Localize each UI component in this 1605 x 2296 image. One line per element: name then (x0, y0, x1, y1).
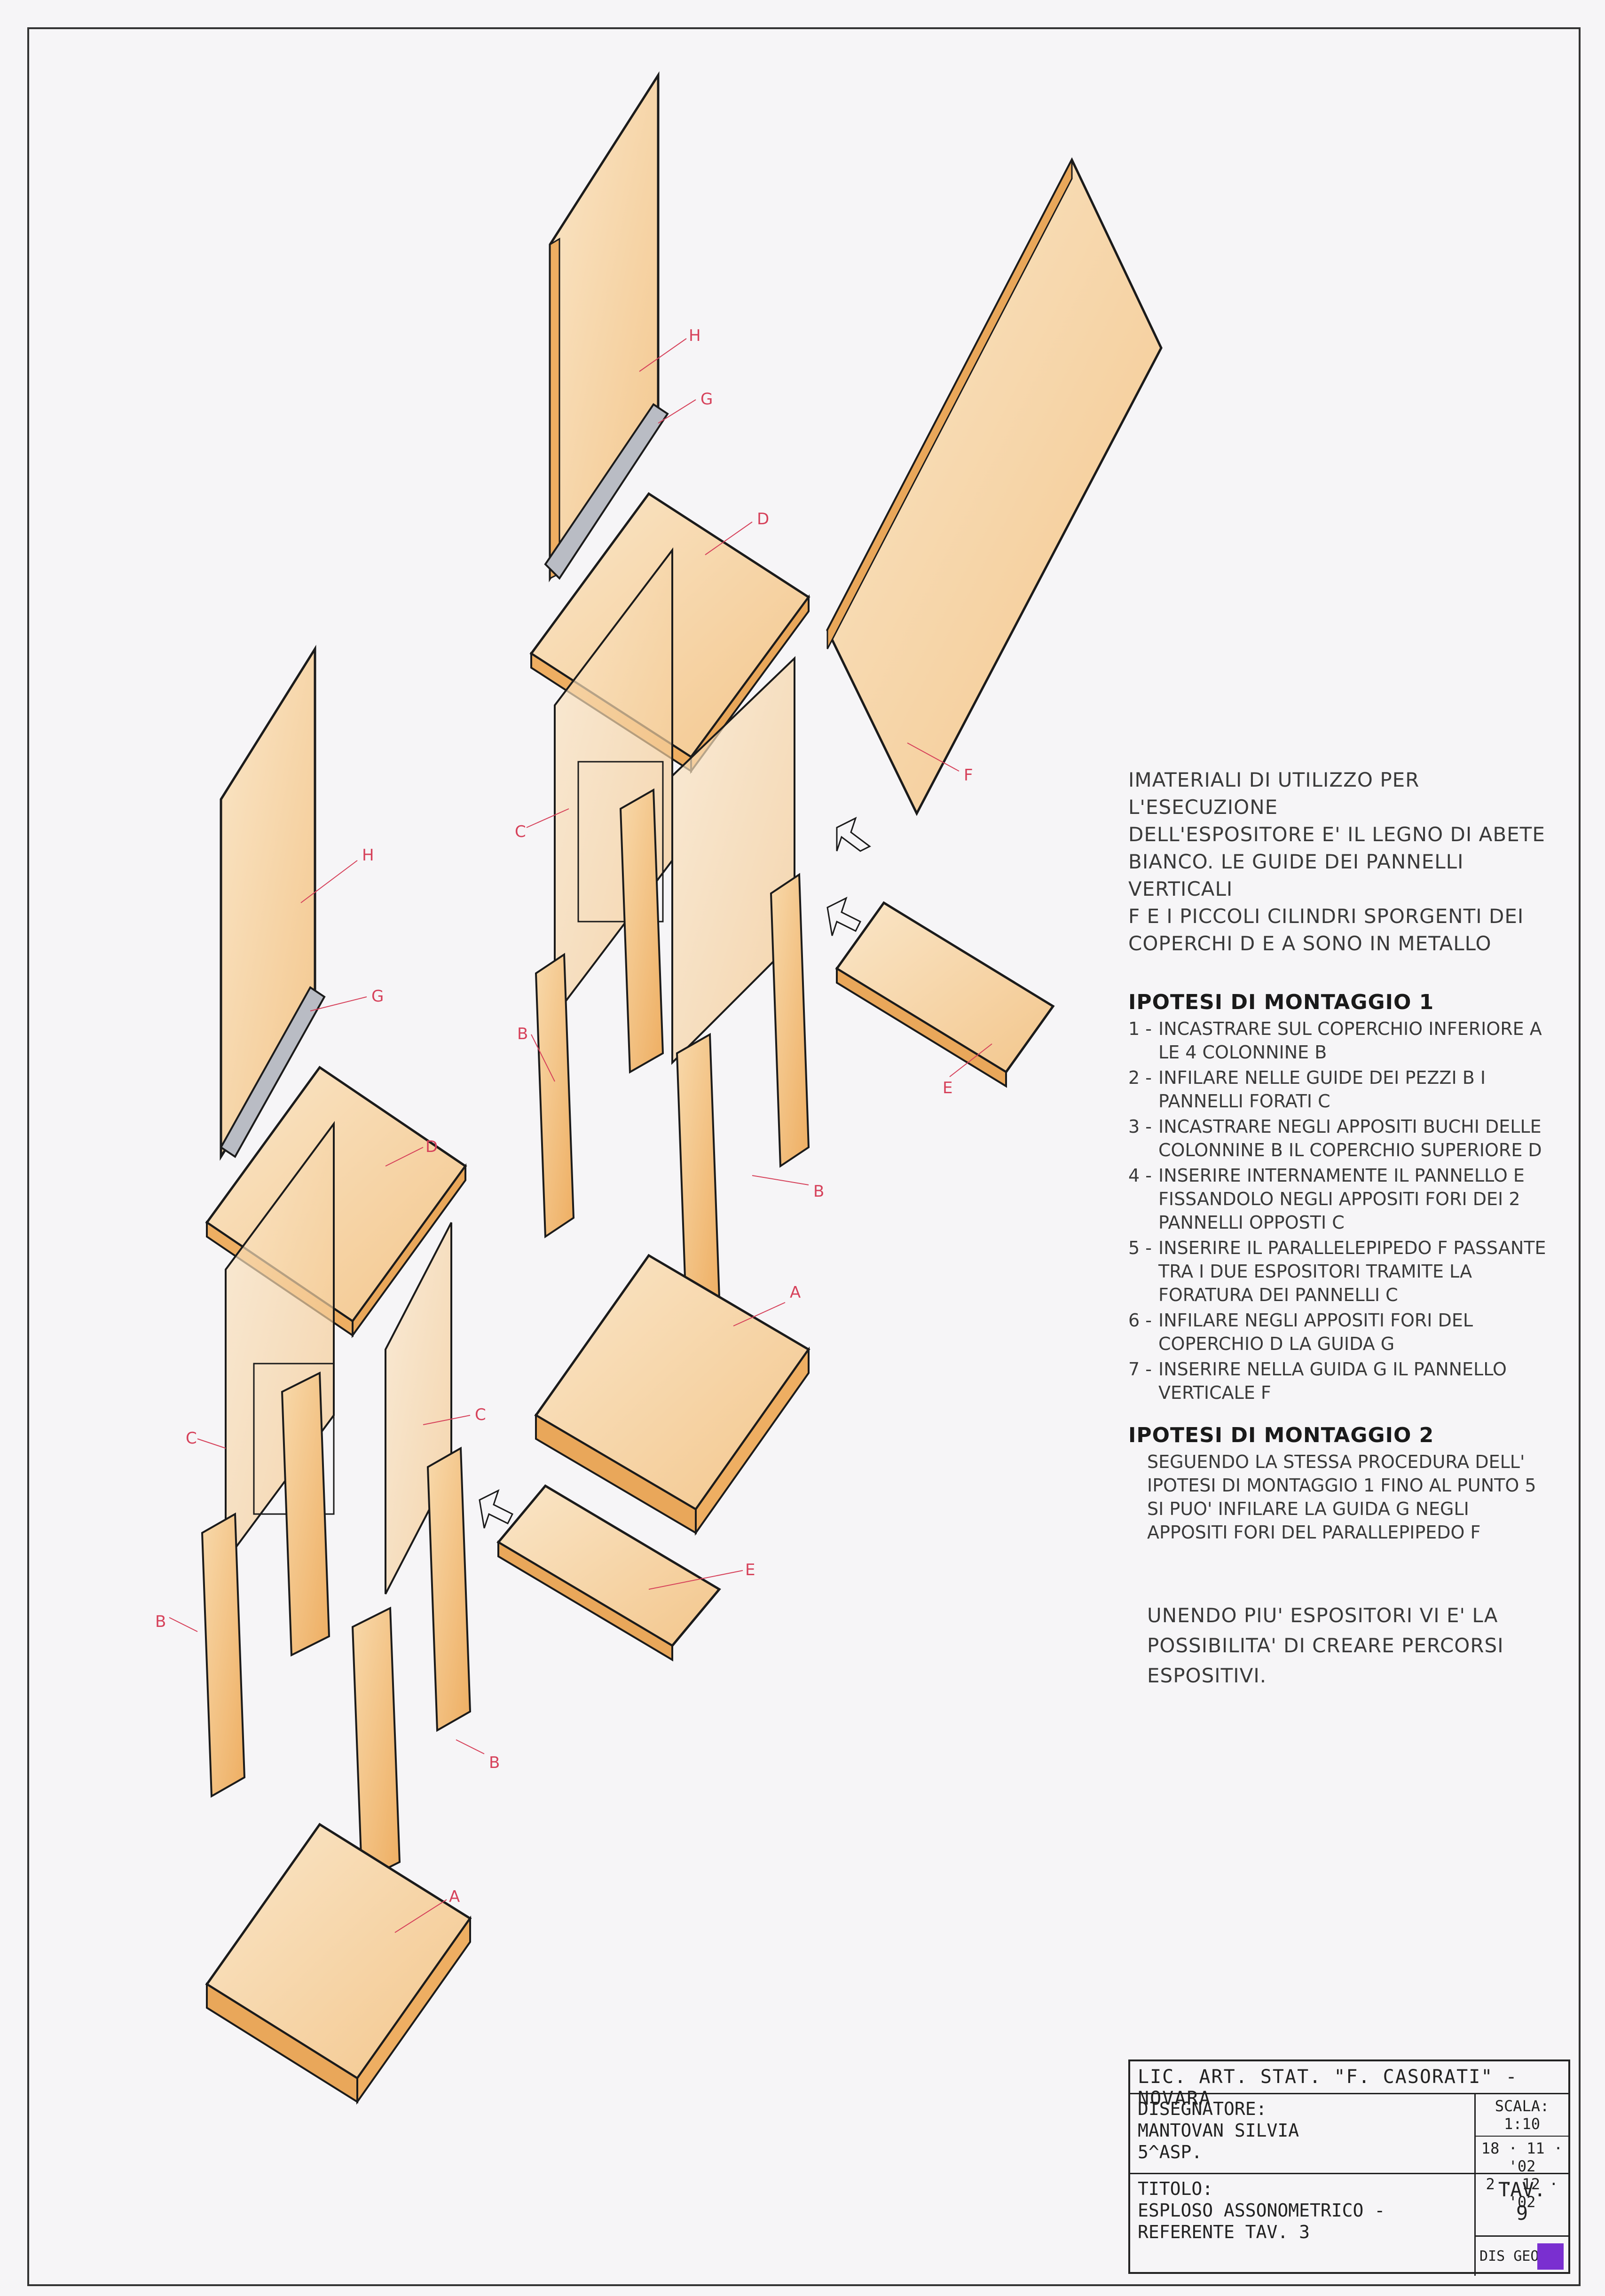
step-item: 2 -INFILARE NELLE GUIDE DEI PEZZI B I PA… (1128, 1067, 1486, 1112)
closing-note: UNENDO PIU' ESPOSITORI VI E' LA POSSIBIL… (1147, 1604, 1504, 1687)
base-a-lower (205, 1823, 472, 2105)
materials-line-3: BIANCO. LE GUIDE DEI PANNELLI VERTICALI (1128, 850, 1464, 900)
label-d-upper: D (757, 510, 769, 529)
arrow-upper-1 (836, 817, 871, 852)
scale-value: SCALA: 1:10 (1476, 2094, 1568, 2137)
hypothesis-2-text: SEGUENDO LA STESSA PROCEDURA DELL' IPOTE… (1147, 1452, 1536, 1543)
label-b-lower-left: B (155, 1612, 166, 1631)
label-h-upper: H (689, 326, 701, 345)
hypothesis-2-title: IPOTESI DI MONTAGGIO 2 (1128, 1423, 1434, 1447)
step-item: 5 -INSERIRE IL PARALLELEPIPEDO F PASSANT… (1128, 1238, 1546, 1305)
drawer-name: MANTOVAN SILVIA (1138, 2120, 1299, 2141)
materials-line-2: DELL'ESPOSITORE E' IL LEGNO DI ABETE (1128, 823, 1545, 846)
scale-box: SCALA: 1:10 18 · 11 · '02 2 · 12 · '02 (1474, 2094, 1568, 2211)
guide-g-lower (220, 986, 326, 1158)
title-line-2: REFERENTE TAV. 3 (1138, 2222, 1310, 2242)
step-item: 7 -INSERIRE NELLA GUIDA G IL PANNELLO VE… (1128, 1359, 1507, 1403)
arrow-upper-2 (826, 897, 862, 936)
step-item: 3 -INCASTRARE NEGLI APPOSITI BUCHI DELLE… (1128, 1116, 1542, 1160)
label-c-lower-right: C (475, 1405, 486, 1424)
sheet-border (27, 27, 1581, 2286)
materials-description: IMATERIALI DI UTILIZZO PER L'ESECUZIONE … (1128, 766, 1551, 957)
base-a-upper (534, 1254, 810, 1536)
columns-b-upper (535, 788, 810, 1318)
label-a-upper: A (790, 1283, 801, 1302)
step-item: 1 -INCASTRARE SUL COPERCHIO INFERIORE A … (1128, 1018, 1542, 1063)
label-g-lower: G (371, 987, 384, 1006)
date-start: 18 · 11 · '02 (1481, 2139, 1563, 2175)
materials-line-4: F E I PICCOLI CILINDRI SPORGENTI DEI (1128, 905, 1524, 928)
title-line-1: ESPLOSO ASSONOMETRICO - (1138, 2200, 1385, 2221)
label-g-upper: G (700, 390, 713, 409)
label-c-lower-left: C (186, 1429, 197, 1448)
school-name: LIC. ART. STAT. "F. CASORATI" - NOVARA (1130, 2061, 1568, 2109)
tav-number: 9 (1516, 2201, 1528, 2225)
label-e-upper: E (943, 1079, 952, 1097)
label-f: F (964, 766, 973, 785)
leader-lines (169, 338, 992, 1933)
disgeom-box: DIS GEOM (1474, 2235, 1568, 2276)
panel-e-upper (835, 901, 1055, 1088)
label-a-lower: A (449, 1887, 460, 1906)
label-b-upper-right: B (813, 1182, 824, 1201)
materials-line-5: COPERCHI D E A SONO IN METALLO (1128, 932, 1492, 955)
guide-g-upper (544, 403, 669, 580)
materials-line-1: IMATERIALI DI UTILIZZO PER L'ESECUZIONE (1128, 768, 1420, 819)
drawer-info: DISEGNATORE: MANTOVAN SILVIA 5^ASP. (1130, 2094, 1568, 2174)
columns-b-lower (201, 1371, 472, 1883)
hypothesis-1-title: IPOTESI DI MONTAGGIO 1 (1128, 990, 1434, 1014)
label-b-upper-left: B (517, 1025, 528, 1043)
label-c-upper-left: C (515, 822, 526, 841)
drawer-class: 5^ASP. (1138, 2142, 1203, 2162)
disgeom-label: DIS GEOM (1479, 2248, 1548, 2264)
stamp-icon (1537, 2243, 1564, 2270)
tav-label: TAV. (1498, 2178, 1546, 2201)
title-block: LIC. ART. STAT. "F. CASORATI" - NOVARA D… (1128, 2059, 1570, 2276)
label-d-lower: D (425, 1137, 438, 1156)
title-label: TITOLO: (1138, 2178, 1213, 2199)
parallelepiped-f (826, 157, 1163, 816)
arrow-lower (479, 1489, 514, 1529)
drawing-title: TITOLO: ESPLOSO ASSONOMETRICO - REFERENT… (1130, 2174, 1568, 2276)
assembly-steps: 1 -INCASTRARE SUL COPERCHIO INFERIORE A … (1128, 1017, 1551, 1404)
sheet-number-box: TAV. 9 (1474, 2174, 1568, 2235)
date-end: 2 · 12 · '02 (1486, 2175, 1558, 2211)
step-item: 4 -INSERIRE INTERNAMENTE IL PANNELLO E F… (1128, 1165, 1525, 1233)
label-h-lower: H (362, 846, 374, 865)
label-e-lower: E (745, 1561, 755, 1579)
step-item: 6 -INFILARE NEGLI APPOSITI FORI DEL COPE… (1128, 1310, 1473, 1354)
label-b-lower-right: B (489, 1753, 500, 1772)
assembly-notes: IMATERIALI DI UTILIZZO PER L'ESECUZIONE … (1128, 766, 1551, 1691)
panel-e-lower (496, 1484, 721, 1662)
drawer-label: DISEGNATORE: (1138, 2099, 1267, 2119)
